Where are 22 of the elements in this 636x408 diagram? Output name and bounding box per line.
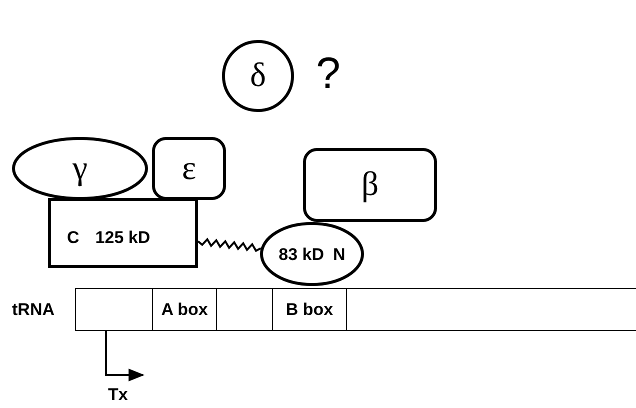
subunit-label: ε (182, 152, 196, 186)
subunit-label: C (67, 228, 80, 246)
subunit-circle (222, 40, 294, 112)
subunit-box (152, 137, 226, 200)
subunit-label: γ (72, 152, 88, 186)
segment-label: B box (286, 301, 334, 318)
subunit-label: N (333, 246, 346, 262)
subunit-label: 125 kD (95, 228, 150, 246)
question-mark-text: ? (316, 52, 340, 96)
subunit-label: δ (250, 59, 266, 93)
subunit-ellipse (260, 222, 364, 286)
gene-label: tRNA (12, 301, 54, 318)
subunit-box (48, 198, 198, 268)
segment-label: A box (161, 301, 208, 318)
subunit-label: β (361, 168, 379, 202)
linker-line (197, 238, 262, 252)
promoter-segment (272, 288, 347, 331)
promoter-segment (152, 288, 217, 331)
transcription-label: Tx (108, 386, 128, 403)
subunit-ellipse (12, 137, 148, 200)
subunit-label: 83 kD (278, 246, 324, 262)
subunit-box (303, 148, 437, 222)
